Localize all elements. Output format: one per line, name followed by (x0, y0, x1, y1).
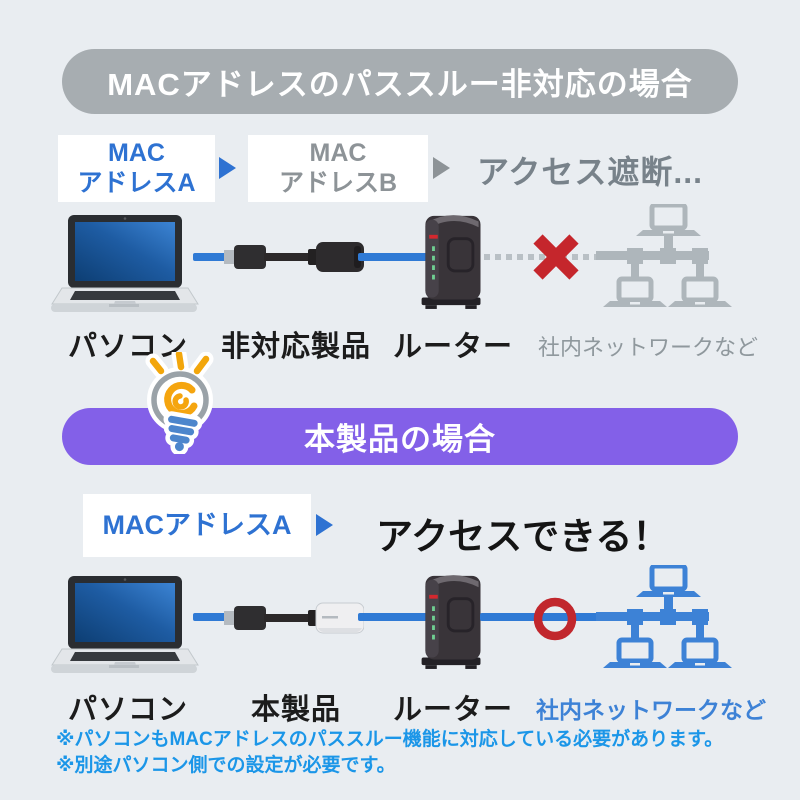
access-ok-text: アクセスできる！ (376, 516, 670, 557)
access-blocked-text: アクセス遮断... (477, 154, 704, 190)
circle-mark-icon (533, 597, 577, 641)
lan-cable (358, 253, 428, 261)
mac-a-single-line: MACアドレスA (102, 509, 292, 540)
laptop-icon (49, 215, 199, 313)
x-mark-icon (533, 234, 579, 280)
mac-b-line2: アドレスB (278, 168, 398, 197)
usb-lan-adapter-black-icon (224, 237, 364, 277)
router-icon (414, 210, 490, 311)
mac-a-line2: アドレスA (77, 168, 196, 197)
footnote-2: ※別途パソコン側での設定が必要です。 (56, 755, 396, 776)
laptop-icon (49, 576, 199, 674)
mac-b-line1: MAC (309, 139, 367, 167)
lan-cable (193, 253, 227, 261)
section1-banner-text: MACアドレスのパススルー非対応の場合 (107, 67, 693, 102)
footnote-1: ※パソコンもMACアドレスのパススルー機能に対応している必要があります。 (56, 729, 724, 750)
arrow-right-triangle-icon (219, 157, 236, 179)
label-router: ルーター (393, 331, 514, 363)
arrow-right-triangle-icon (316, 514, 333, 536)
usb-lan-adapter-white-icon (224, 598, 364, 638)
label-router: ルーター (393, 694, 514, 726)
mac-address-a-box: MAC アドレスA (58, 135, 215, 202)
label-pc: パソコン (67, 331, 188, 363)
lightbulb-icon (145, 352, 214, 454)
section1-banner: MACアドレスのパススルー非対応の場合 (62, 49, 738, 114)
label-pc: パソコン (67, 694, 188, 726)
blocked-connection-dashed-line (484, 254, 596, 260)
network-tree-icon (596, 565, 732, 671)
router-icon (414, 570, 490, 671)
mac-address-a-box-product: MACアドレスA (83, 494, 311, 557)
label-company-network: 社内ネットワークなど (536, 697, 766, 723)
label-company-network: 社内ネットワークなど (537, 335, 758, 360)
label-this-product: 本製品 (250, 694, 341, 726)
section2-banner-text: 本製品の場合 (304, 422, 496, 457)
mac-address-b-box: MAC アドレスB (248, 135, 428, 202)
arrow-right-triangle-icon (433, 157, 450, 179)
network-tree-icon (596, 204, 732, 310)
mac-a-line1: MAC (108, 139, 165, 167)
label-unsupported-product: 非対応製品 (220, 331, 371, 363)
lan-cable (358, 613, 428, 621)
lan-cable (193, 613, 227, 621)
